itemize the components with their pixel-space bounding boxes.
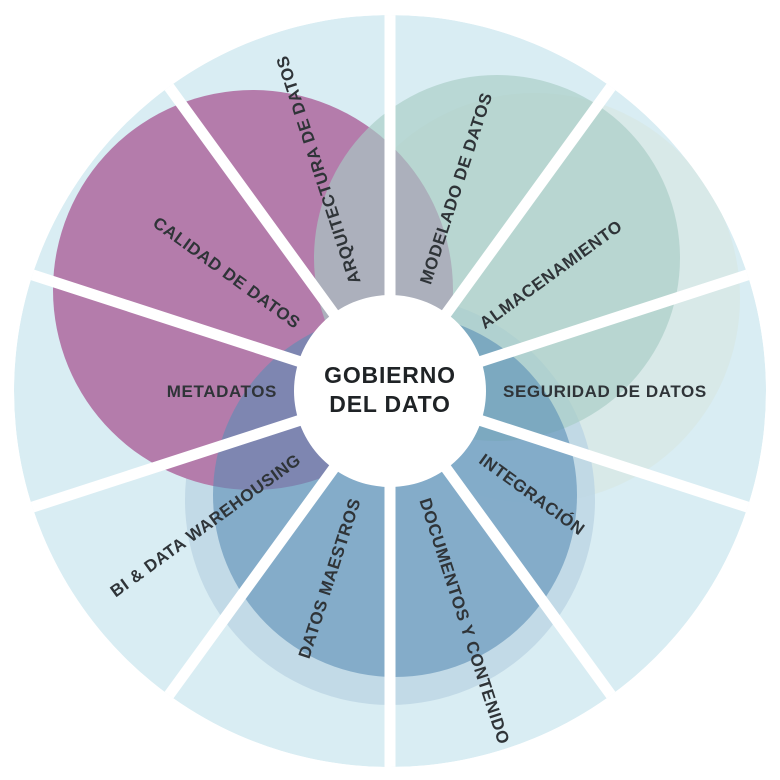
segment-label-seguridad-de-datos: SEGURIDAD DE DATOS [503, 382, 707, 401]
center-title: GOBIERNO DEL DATO [324, 362, 456, 417]
center-title-line1: GOBIERNO [324, 362, 456, 388]
center-hub-circle [294, 295, 486, 487]
segment-label-metadatos: METADATOS [167, 382, 277, 401]
center-title-line2: DEL DATO [329, 391, 450, 417]
